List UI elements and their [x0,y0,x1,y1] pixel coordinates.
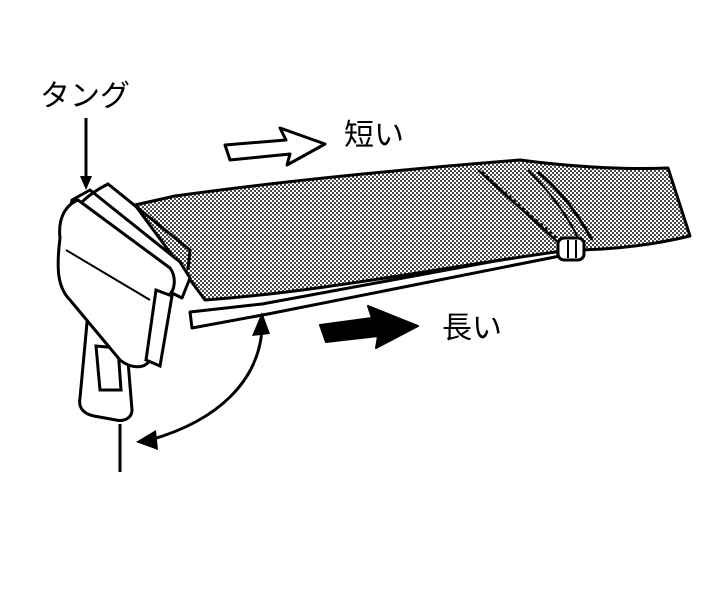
tongue-housing [56,182,192,369]
band-loop [537,170,594,241]
label-tongue: タング [40,79,130,114]
band-loop-inner [527,169,581,243]
angle-arc-arrow [136,312,270,450]
stitch-line [481,171,566,246]
stopper-button [556,236,586,262]
label-long: 長い [442,311,502,346]
tongue-pointer-head [80,176,92,190]
long-arrow [319,305,419,349]
fold-edge [477,169,561,245]
short-arrow [223,126,327,167]
label-short: 短い [344,118,404,153]
